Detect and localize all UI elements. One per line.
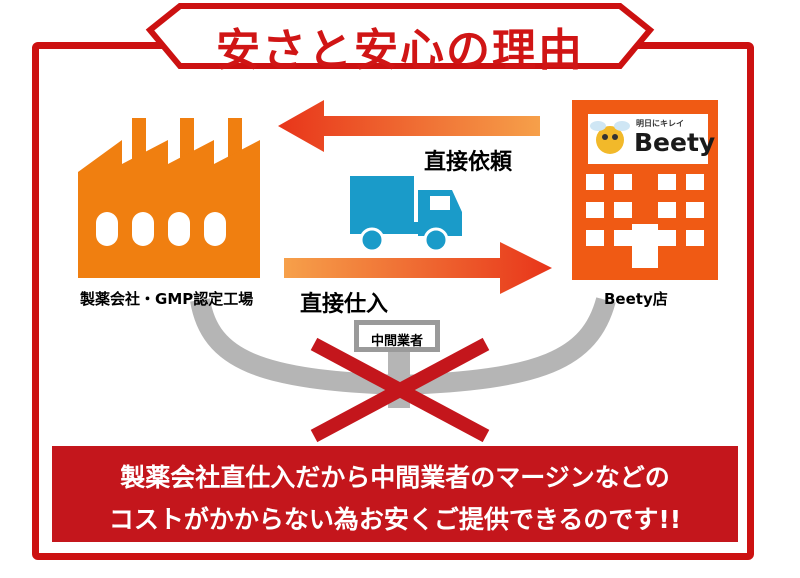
cross-icon bbox=[310, 337, 490, 443]
title-banner bbox=[145, 2, 655, 69]
message-line-2: コストがかからない為お安くご提供できるのです!! bbox=[108, 505, 682, 534]
factory-icon bbox=[78, 118, 260, 278]
logo-tagline: 明日にキレイ bbox=[636, 119, 684, 128]
request-label: 直接依頼 bbox=[424, 149, 513, 175]
message-line-1: 製薬会社直仕入だから中間業者のマージンなどの bbox=[120, 463, 670, 492]
arrow-request bbox=[278, 100, 540, 152]
logo-name: Beety bbox=[634, 128, 716, 157]
factory-label: 製薬会社・GMP認定工場 bbox=[80, 290, 254, 308]
middleman-label: 中間業者 bbox=[370, 334, 423, 349]
middleman-sign: 中間業者 bbox=[354, 320, 440, 352]
store-label: Beety店 bbox=[604, 290, 668, 308]
truck-icon bbox=[350, 176, 462, 253]
page-title: 安さと安心の理由 bbox=[216, 25, 584, 76]
message-banner: 製薬会社直仕入だから中間業者のマージンなどの コストがかからない為お安くご提供で… bbox=[52, 446, 738, 542]
title-banner-text-wrap: 安さと安心の理由 bbox=[0, 0, 800, 90]
bee-mascot-icon bbox=[588, 114, 708, 164]
purchase-label: 直接仕入 bbox=[300, 291, 389, 317]
beety-logo: 明日にキレイ Beety bbox=[590, 116, 715, 162]
arrow-purchase bbox=[284, 242, 552, 294]
